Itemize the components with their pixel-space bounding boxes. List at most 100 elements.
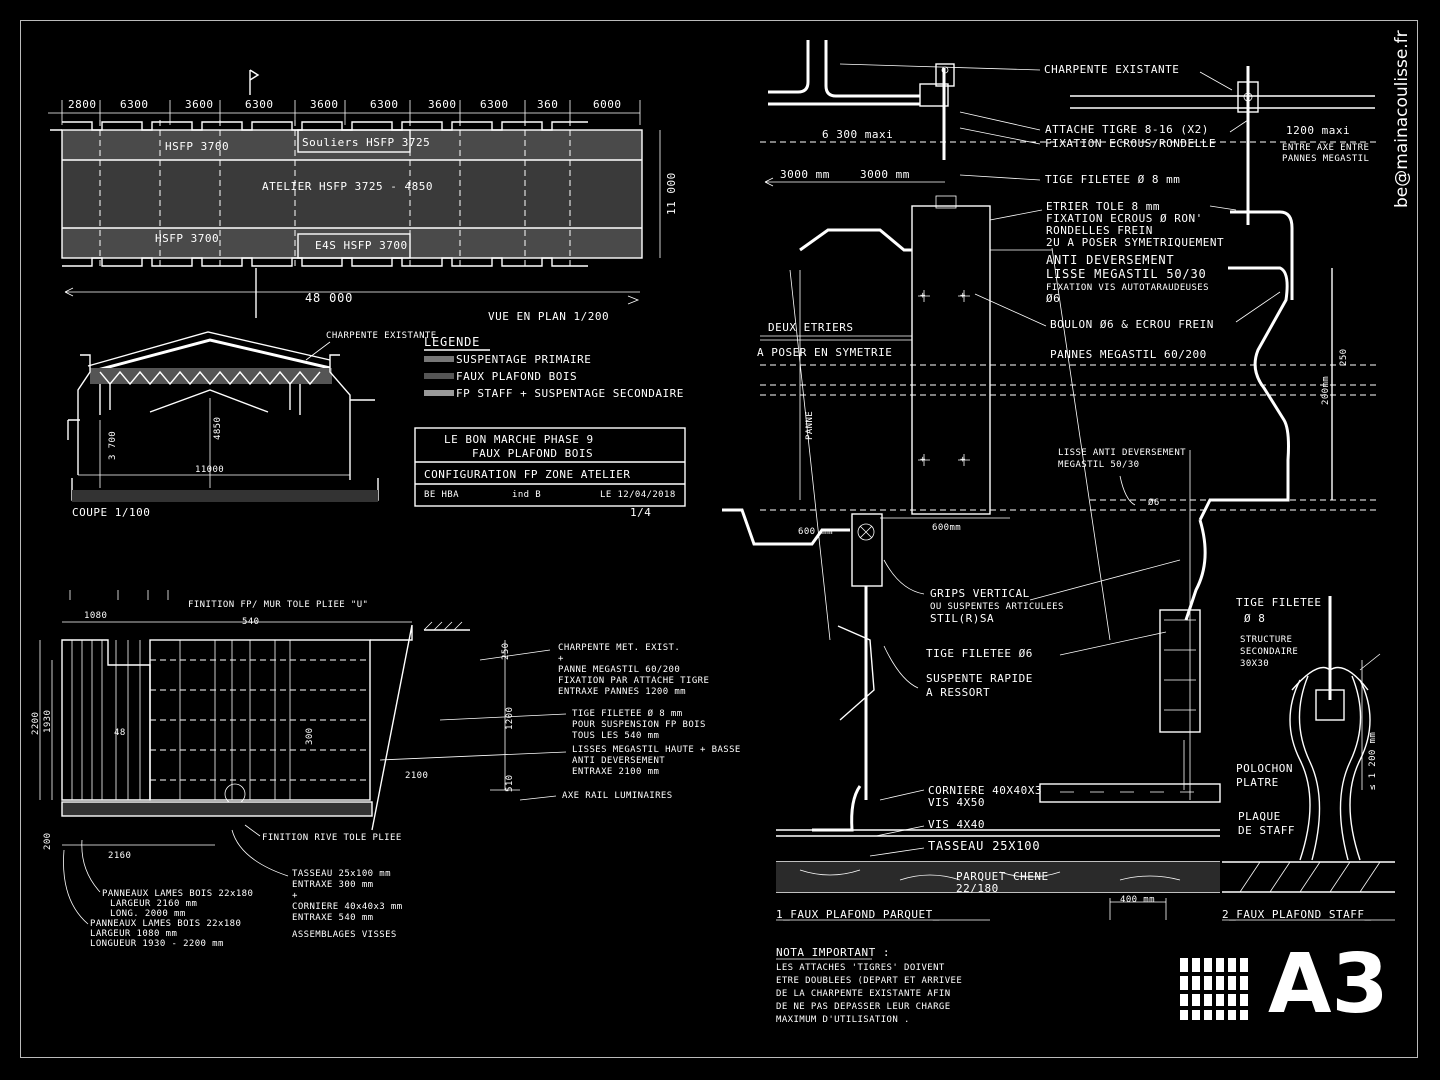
detail-plan-2100: 2100 [405, 771, 428, 781]
plan-zone-e4s: E4S HSFP 3700 [315, 239, 408, 252]
plan-dim-1: 2800 [68, 98, 97, 111]
detail-label-parquet: 1_FAUX PLAFOND PARQUET_ [776, 908, 940, 921]
svg-text:AXE RAIL LUMINAIRES: AXE RAIL LUMINAIRES [562, 791, 673, 801]
title-block-line3: CONFIGURATION FP ZONE ATELIER [424, 468, 631, 481]
plan-zone-atelier: ATELIER HSFP 3725 - 4850 [262, 180, 433, 193]
detail-etrier-1: ETRIER TOLE 8 mm [1046, 200, 1160, 213]
svg-text:PANNE MEGASTIL 60/200: PANNE MEGASTIL 60/200 [558, 665, 680, 675]
svg-text:LONG. 2000 mm: LONG. 2000 mm [110, 909, 186, 919]
detail-3000a: 3000 mm [780, 168, 830, 181]
detail-plan-2200: 2200 [31, 712, 41, 735]
legend-item-3: FP STAFF + SUSPENTAGE SECONDAIRE [456, 387, 684, 400]
svg-text:TIGE FILETEE Ø 8 mm: TIGE FILETEE Ø 8 mm [572, 708, 683, 719]
plan-length-dim: 48 000 [305, 291, 353, 305]
plan-band-top [62, 130, 642, 160]
detail-anti-4: Ø6 [1046, 292, 1060, 305]
detail-parquet-1: PARQUET CHENE [956, 870, 1049, 883]
svg-text:+: + [558, 654, 564, 664]
detail-200: 200mm [1321, 376, 1331, 405]
svg-text:POUR SUSPENSION FP BOIS: POUR SUSPENSION FP BOIS [572, 720, 706, 730]
detail-plan-1080: 1080 [84, 611, 107, 621]
svg-text:LARGEUR 1080 mm: LARGEUR 1080 mm [90, 929, 177, 939]
svg-text:MAXIMUM D'UTILISATION .: MAXIMUM D'UTILISATION . [776, 1015, 910, 1025]
detail-anti-1: ANTI DEVERSEMENT [1046, 253, 1174, 267]
detail-boulon: BOULON Ø6 & ECROU FREIN [1050, 318, 1214, 331]
plan-band-middle [62, 160, 642, 228]
svg-text:ENTRAXE 540 mm: ENTRAXE 540 mm [292, 913, 373, 923]
svg-text:ENTRAXE PANNES 1200 mm: ENTRAXE PANNES 1200 mm [558, 687, 686, 697]
detail-600a: 600 mm [798, 527, 833, 537]
detail-plan-540: 540 [242, 617, 259, 627]
plan-height-dim: 11 000 [665, 172, 678, 215]
detail-plan-finition-mur: FINITION FP/ MUR TOLE PLIEE "U" [188, 600, 368, 610]
svg-text:CORNIERE 40x40x3 mm: CORNIERE 40x40x3 mm [292, 902, 403, 912]
svg-text:LONGUEUR 1930 - 2200 mm: LONGUEUR 1930 - 2200 mm [90, 939, 224, 949]
detail-anti-2: LISSE MEGASTIL 50/30 [1046, 267, 1207, 281]
detail-400: 400 mm [1120, 895, 1155, 905]
etrier-plate [911, 205, 991, 515]
detail-600b: 600mm [932, 523, 961, 533]
svg-text:+: + [292, 891, 298, 901]
detail-1200mm: ≤ 1 200 mm [1368, 732, 1378, 790]
detail-3000b: 3000 mm [860, 168, 910, 181]
detail-structure-2: SECONDAIRE [1240, 647, 1298, 657]
legend-swatch-primaire [424, 356, 454, 362]
detail-plan-300: 300 [305, 728, 315, 745]
north-flag-icon [249, 69, 260, 95]
detail-entraxe-2: PANNES MEGASTIL [1282, 154, 1369, 164]
plan-dim-4: 6300 [245, 98, 274, 111]
detail-deux-etriers-2: A POSER EN SYMETRIE [757, 346, 892, 359]
detail-plan-1930: 1930 [43, 710, 53, 733]
svg-text:ENTRAXE 300 mm: ENTRAXE 300 mm [292, 880, 373, 890]
detail-deux-etriers-1: DEUX ETRIERS [768, 321, 853, 334]
title-block-sheet: 1/4 [630, 506, 651, 519]
sheet-format: A3 [1268, 937, 1389, 1032]
detail-suspente-2: A RESSORT [926, 686, 990, 699]
detail-plan-200: 200 [43, 833, 53, 850]
detail-plan-grid [150, 640, 370, 800]
sheet-border [20, 20, 1418, 1058]
legend-item-1: SUSPENTAGE PRIMAIRE [456, 353, 591, 366]
detail-tige-staff-1: TIGE FILETEE [1236, 596, 1321, 609]
detail-lisse-1: LISSE ANTI DEVERSEMENT [1058, 448, 1186, 458]
detail-tige-staff-2: Ø 8 [1244, 612, 1265, 625]
plan-title: VUE EN PLAN 1/200 [488, 310, 609, 323]
section-title: COUPE 1/100 [72, 506, 150, 519]
detail-grips-2: OU SUSPENTES ARTICULEES [930, 602, 1064, 612]
svg-text:PANNEAUX LAMES BOIS 22x180: PANNEAUX LAMES BOIS 22x180 [90, 919, 241, 929]
section-charpente-label: CHARPENTE EXISTANTE [326, 331, 437, 341]
detail-1200: 1200 maxi [1286, 124, 1350, 137]
ceiling-plan-detail: 1080 540 FINITION FP/ MUR TOLE PLIEE "U" [31, 590, 741, 949]
plan-band-bottom [62, 228, 642, 258]
svg-text:LES ATTACHES 'TIGRES' DOIVENT: LES ATTACHES 'TIGRES' DOIVENT [776, 963, 945, 973]
detail-polochon-2: PLATRE [1236, 776, 1279, 789]
title-block-line2: FAUX PLAFOND BOIS [472, 447, 593, 460]
detail-corniere: CORNIERE 40X40X3 [928, 784, 1042, 797]
svg-text:DE NE PAS DEPASSER LEUR CHARGE: DE NE PAS DEPASSER LEUR CHARGE [776, 1002, 951, 1012]
title-block-author: BE HBA [424, 490, 459, 500]
plan-dim-9: 360 [537, 98, 558, 111]
svg-text:LISSES MEGASTIL HAUTE + BASSE: LISSES MEGASTIL HAUTE + BASSE [572, 745, 741, 755]
plan-dim-10: 6000 [593, 98, 622, 111]
detail-plan-510: 510 [505, 775, 515, 792]
detail-etrier-2: FIXATION ECROUS Ø RON' [1046, 212, 1203, 225]
legend-title: LEGENDE [424, 335, 480, 349]
detail-label-staff: 2_FAUX PLAFOND STAFF_ [1222, 908, 1372, 921]
detail-plan-1200: 1200 [505, 707, 515, 730]
detail-plaque-2: DE STAFF [1238, 824, 1295, 837]
detail-anti-3: FIXATION VIS AUTOTARAUDEUSES [1046, 283, 1209, 293]
detail-charpente: CHARPENTE EXISTANTE [1044, 63, 1179, 76]
detail-tige6: TIGE FILETEE Ø6 [926, 647, 1033, 660]
svg-text:ANTI DEVERSEMENT: ANTI DEVERSEMENT [572, 756, 665, 766]
detail-lisse-2: MEGASTIL 50/30 [1058, 460, 1139, 470]
detail-phi6: Ø6 [1148, 497, 1160, 508]
svg-text:LARGEUR 2160 mm: LARGEUR 2160 mm [110, 899, 197, 909]
logo-icon [1180, 958, 1248, 1020]
detail-vertical-note: PANNE [805, 411, 815, 440]
svg-text:DE LA CHARPENTE EXISTANTE AFIN: DE LA CHARPENTE EXISTANTE AFIN [776, 989, 951, 999]
plan-dim-7: 3600 [428, 98, 457, 111]
detail-plan-tasseau-notes: TASSEAU 25x100 mm ENTRAXE 300 mm + CORNI… [292, 869, 403, 940]
svg-text:ENTRAXE 2100 mm: ENTRAXE 2100 mm [572, 767, 659, 777]
legend-swatch-bois [424, 373, 454, 379]
